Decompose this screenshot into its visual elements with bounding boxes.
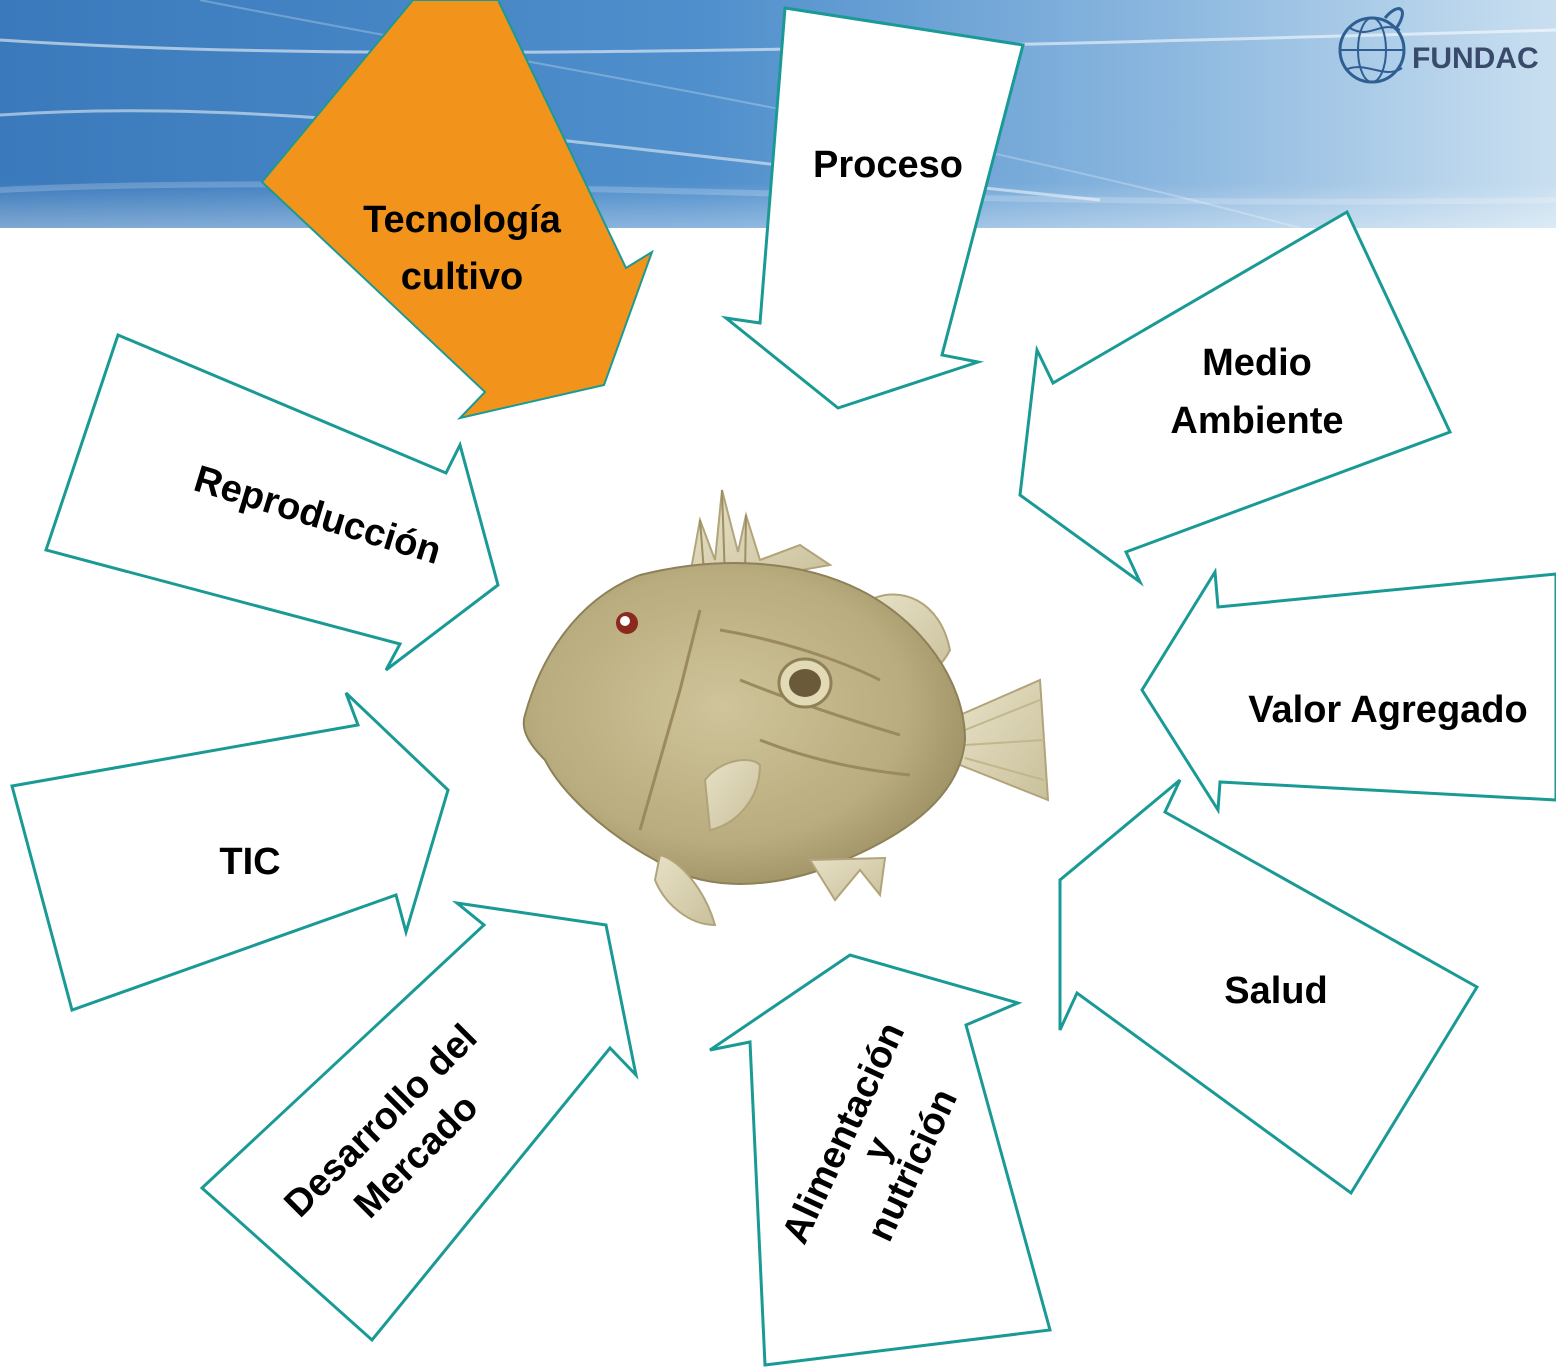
arrow-label-tecnologia-line1: Tecnología bbox=[363, 199, 562, 241]
arrow-label-medio-line1: Medio bbox=[1202, 342, 1312, 384]
logo-text: FUNDAC bbox=[1412, 42, 1539, 75]
arrow-label-medio-line2: Ambiente bbox=[1170, 400, 1343, 442]
arrow-proceso: Proceso bbox=[720, 6, 1025, 410]
globe-logo-icon bbox=[1338, 7, 1406, 84]
arrow-label-valor-agregado: Valor Agregado bbox=[1248, 689, 1527, 731]
arrow-tic: TIC bbox=[10, 691, 450, 1012]
arrow-tecnologia-cultivo: Tecnología cultivo bbox=[260, 0, 654, 420]
arrow-label-proceso: Proceso bbox=[813, 144, 963, 186]
arrow-label-tic: TIC bbox=[219, 841, 280, 883]
fish-body bbox=[522, 562, 967, 885]
fish-anal-fin bbox=[808, 856, 887, 902]
fish-illustration bbox=[522, 489, 1050, 927]
arrow-valor-agregado: Valor Agregado bbox=[1140, 567, 1556, 815]
fish-spot bbox=[777, 657, 833, 709]
arrow-reproduccion: Reproducción bbox=[44, 332, 500, 672]
fish-markings bbox=[638, 609, 911, 831]
arrow-label-tecnologia-line2: cultivo bbox=[401, 256, 523, 298]
arrow-salud: Salud bbox=[1058, 778, 1480, 1196]
fish-eye bbox=[616, 612, 638, 634]
fundacion-logo: FUNDAC bbox=[1338, 7, 1539, 84]
fish-tail bbox=[959, 678, 1050, 802]
arrow-alimentacion-nutricion: Alimentación y nutrición bbox=[709, 953, 1052, 1367]
fish-pectoral-fin bbox=[703, 759, 762, 832]
fish-pelvic-fin bbox=[653, 853, 717, 927]
arrow-desarrollo-mercado: Desarrollo del Mercado bbox=[199, 900, 639, 1343]
arrow-medio-ambiente: Medio Ambiente bbox=[1018, 209, 1453, 587]
arrow-label-salud: Salud bbox=[1224, 970, 1327, 1012]
